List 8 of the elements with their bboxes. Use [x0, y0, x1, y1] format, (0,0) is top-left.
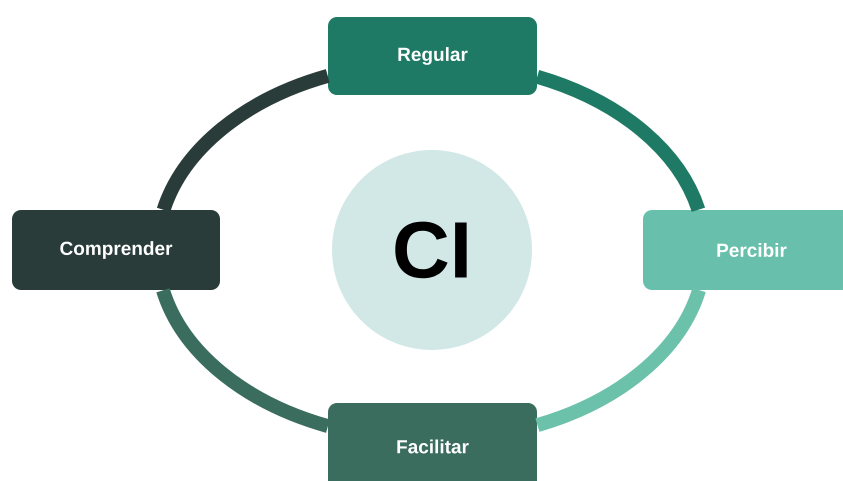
label-box: Percibir — [643, 210, 843, 290]
label-box: Comprender — [12, 210, 220, 290]
ring-arc — [535, 70, 705, 212]
ring-arc — [157, 69, 330, 212]
ring-arc — [156, 288, 330, 433]
ring-arc — [535, 288, 706, 432]
label-box: Regular — [328, 17, 537, 95]
label-box: Facilitar — [328, 402, 537, 481]
